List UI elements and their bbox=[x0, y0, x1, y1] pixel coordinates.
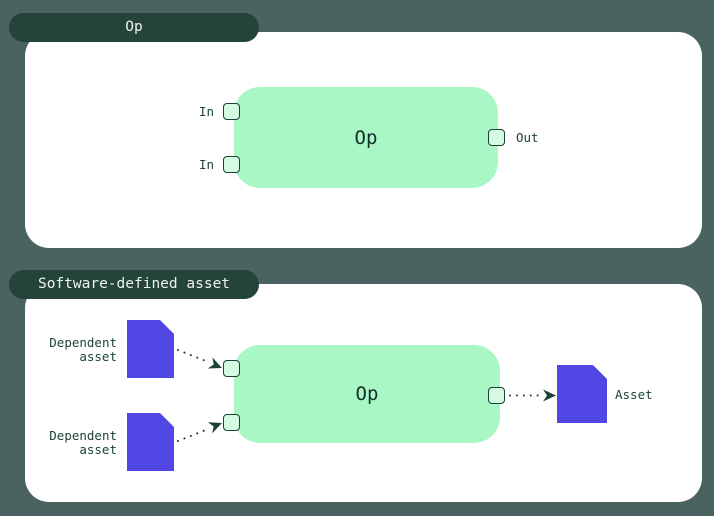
input-label-1: In bbox=[198, 104, 214, 119]
op-node-label: Op bbox=[354, 126, 378, 149]
op-section-tab: Op bbox=[9, 13, 259, 42]
sda-input-handle-1 bbox=[223, 360, 240, 377]
dependent-asset-label-1-line2: asset bbox=[79, 348, 117, 364]
dependent-asset-label-2: Dependent asset bbox=[40, 429, 117, 456]
input-label-2: In bbox=[198, 157, 214, 172]
input-handle-2 bbox=[223, 156, 240, 173]
dependent-asset-label-1-line1: Dependent bbox=[49, 335, 117, 350]
dependent-asset-label-2-line1: Dependent bbox=[49, 428, 117, 443]
output-label: Out bbox=[516, 130, 539, 145]
input-handle-1 bbox=[223, 103, 240, 120]
output-handle bbox=[488, 129, 505, 146]
asset-label: Asset bbox=[615, 387, 653, 402]
sda-op-node-label: Op bbox=[355, 383, 379, 405]
asset-icon bbox=[557, 365, 607, 423]
dependent-asset-icon-1 bbox=[127, 320, 174, 378]
sda-op-node: Op bbox=[234, 345, 500, 443]
sda-section-tab: Software-defined asset bbox=[9, 270, 259, 299]
sda-output-handle bbox=[488, 387, 505, 404]
dependent-asset-label-1: Dependent asset bbox=[40, 336, 117, 363]
op-node: Op bbox=[234, 87, 498, 188]
dependent-asset-icon-2 bbox=[127, 413, 174, 471]
dependent-asset-label-2-line2: asset bbox=[79, 441, 117, 457]
sda-input-handle-2 bbox=[223, 414, 240, 431]
